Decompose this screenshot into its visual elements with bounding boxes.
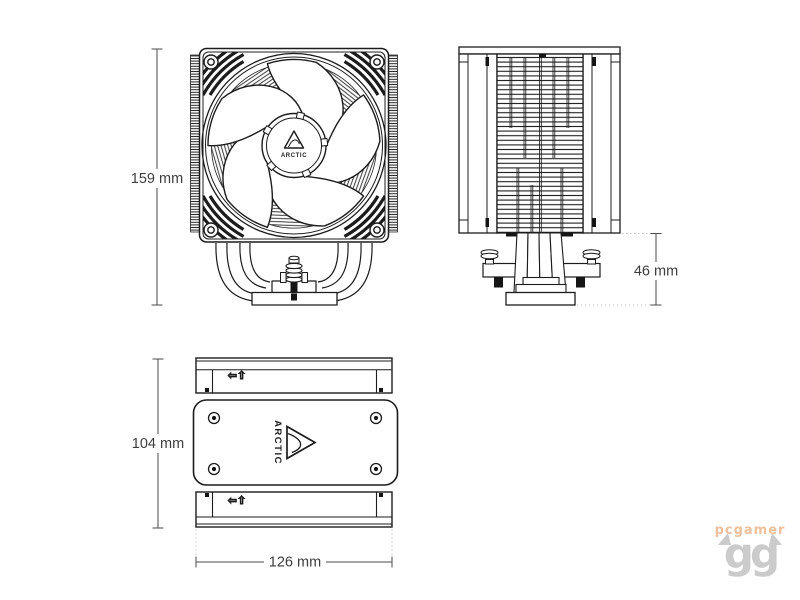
- corner-screw-holes: [203, 54, 385, 238]
- dimension-label-159: 159 mm: [131, 171, 183, 187]
- front-view: ARCTIC: [190, 47, 398, 306]
- top-view: ⇦⇧ ARCTIC ⇦⇧: [192, 357, 399, 528]
- arctic-logo-top: ARCTIC: [272, 420, 317, 465]
- dimension-label-126: 126 mm: [269, 555, 321, 571]
- front-base-assembly: [251, 255, 338, 306]
- dimension-top-depth: 104 mm: [128, 358, 188, 529]
- front-fan-hub: ARCTIC: [261, 111, 329, 179]
- fan-direction-icons-top: ⇦⇧: [228, 370, 246, 382]
- arctic-logo-front: ARCTIC: [281, 130, 307, 159]
- arctic-brand-text-front: ARCTIC: [281, 153, 307, 159]
- side-right-fan-frame: [582, 53, 621, 234]
- front-right-fin-edge: [387, 54, 398, 233]
- top-plate: ARCTIC: [192, 399, 399, 486]
- dimension-top-width: 126 mm: [195, 529, 393, 571]
- fan-direction-icons-bottom: ⇦⇧: [228, 495, 246, 507]
- side-fin-stack: [496, 53, 584, 237]
- side-view: [458, 46, 621, 306]
- dimension-label-46: 46 mm: [634, 264, 678, 280]
- dimension-side-clearance: 46 mm: [577, 233, 683, 306]
- front-heat-pipes: [215, 242, 373, 302]
- top-upper-fan-frame: ⇦⇧: [195, 357, 393, 394]
- dimension-front-height: 159 mm: [127, 48, 187, 306]
- side-top-plate: [458, 46, 621, 55]
- front-left-fin-edge: [190, 54, 201, 233]
- top-lower-fan-frame: ⇦⇧: [195, 491, 393, 528]
- side-left-fan-frame: [458, 53, 498, 234]
- top-plate-screws: [207, 411, 383, 476]
- dimension-label-104: 104 mm: [132, 436, 184, 452]
- arctic-brand-text-top: ARCTIC: [272, 420, 283, 465]
- side-base: [505, 276, 576, 306]
